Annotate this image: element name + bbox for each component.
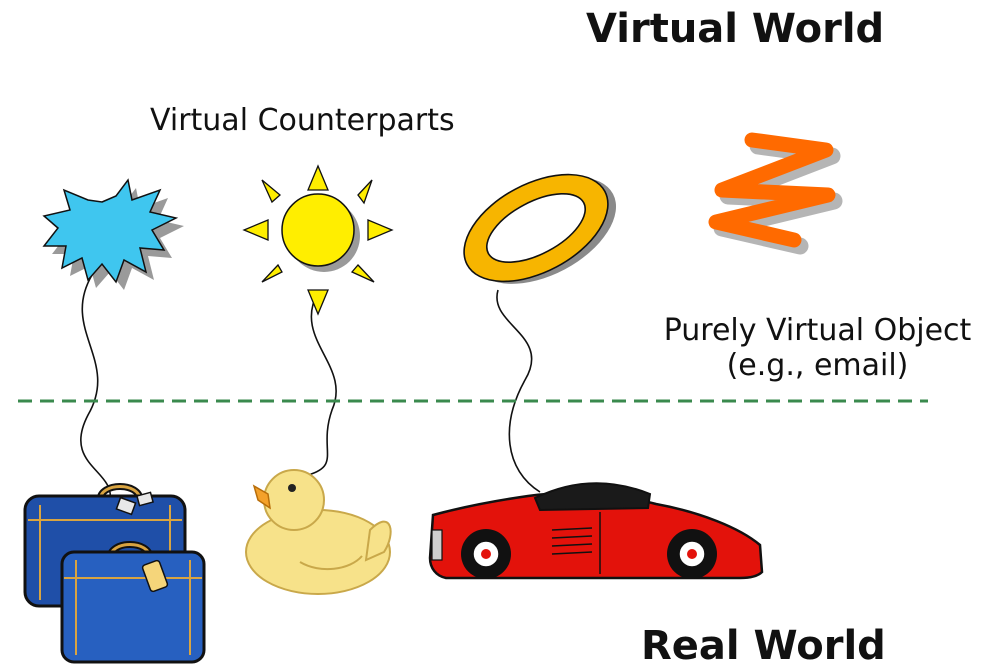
purely-virtual-object-caption: Purely Virtual Object (e.g., email) (630, 313, 1005, 383)
virtual-counterparts-caption: Virtual Counterparts (150, 103, 455, 138)
purely-virtual-caption-line2: (e.g., email) (726, 347, 909, 383)
rubber-duck-icon (245, 469, 392, 595)
string-sun-duck (307, 291, 337, 476)
ring-icon (463, 173, 617, 284)
sun-icon (242, 164, 394, 316)
sports-car-icon (428, 482, 764, 580)
virtual-world-title: Virtual World (586, 6, 885, 52)
purely-virtual-caption-line1: Purely Virtual Object (663, 313, 972, 348)
suitcase-icon (23, 483, 206, 664)
real-world-title: Real World (641, 623, 886, 669)
squiggle-icon (708, 132, 843, 255)
string-ring-car (496, 289, 541, 493)
starburst-icon (42, 178, 184, 290)
string-starburst-suitcase (80, 274, 111, 501)
